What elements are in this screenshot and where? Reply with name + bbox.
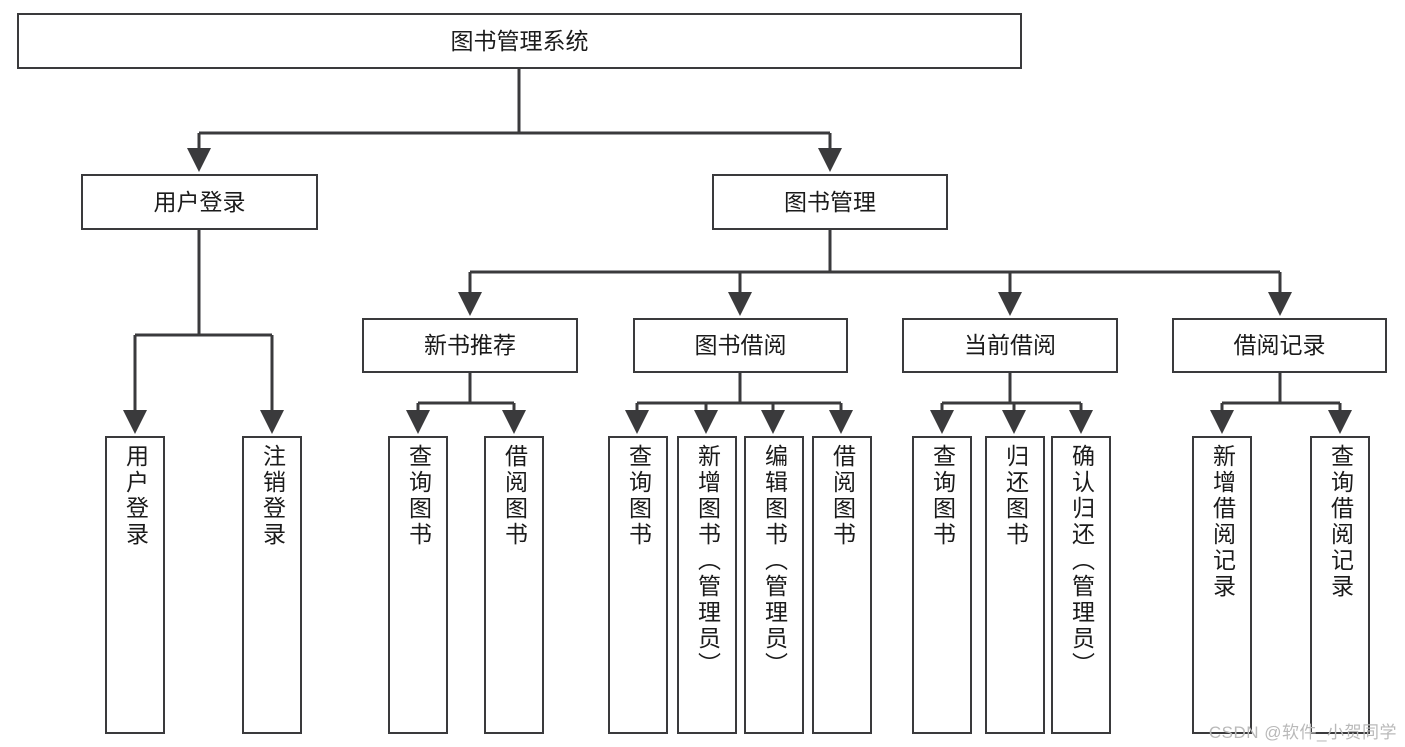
node-book-management-label: 图书管理 — [784, 188, 876, 215]
leaf-query-book-recommend-label: 查询图书 — [405, 444, 432, 548]
leaf-edit-book-admin-label: 编辑图书（管理员） — [761, 444, 788, 678]
watermark: CSDN @软件_小贺同学 — [1208, 723, 1397, 742]
leaf-add-borrow-record[interactable]: 新增借阅记录 — [1192, 436, 1252, 734]
leaf-confirm-return-admin[interactable]: 确认归还（管理员） — [1051, 436, 1111, 734]
leaf-query-book-current-label: 查询图书 — [929, 444, 956, 548]
leaf-query-book-borrow[interactable]: 查询图书 — [608, 436, 668, 734]
leaf-borrow-book-label: 借阅图书 — [829, 444, 856, 548]
node-new-book-recommend-label: 新书推荐 — [424, 332, 516, 359]
leaf-add-book-admin[interactable]: 新增图书（管理员） — [677, 436, 737, 734]
leaf-query-book-borrow-label: 查询图书 — [625, 444, 652, 548]
leaf-query-borrow-record[interactable]: 查询借阅记录 — [1310, 436, 1370, 734]
leaf-return-book[interactable]: 归还图书 — [985, 436, 1045, 734]
node-root[interactable]: 图书管理系统 — [17, 13, 1022, 69]
leaf-query-borrow-record-label: 查询借阅记录 — [1327, 444, 1354, 600]
node-current-borrow[interactable]: 当前借阅 — [902, 318, 1118, 373]
leaf-return-book-label: 归还图书 — [1002, 444, 1029, 548]
node-book-management[interactable]: 图书管理 — [712, 174, 948, 230]
leaf-edit-book-admin[interactable]: 编辑图书（管理员） — [744, 436, 804, 734]
node-book-borrow[interactable]: 图书借阅 — [633, 318, 848, 373]
node-new-book-recommend[interactable]: 新书推荐 — [362, 318, 578, 373]
leaf-query-book-recommend[interactable]: 查询图书 — [388, 436, 448, 734]
leaf-add-book-admin-label: 新增图书（管理员） — [694, 444, 721, 678]
node-borrow-record-label: 借阅记录 — [1233, 332, 1326, 359]
leaf-logout[interactable]: 注销登录 — [242, 436, 302, 734]
leaf-borrow-book-recommend[interactable]: 借阅图书 — [484, 436, 544, 734]
leaf-logout-label: 注销登录 — [259, 444, 286, 548]
node-book-borrow-label: 图书借阅 — [694, 332, 787, 359]
node-borrow-record[interactable]: 借阅记录 — [1172, 318, 1387, 373]
node-current-borrow-label: 当前借阅 — [964, 332, 1056, 359]
node-root-label: 图书管理系统 — [450, 27, 589, 54]
leaf-query-book-current[interactable]: 查询图书 — [912, 436, 972, 734]
leaf-user-login-label: 用户登录 — [122, 444, 149, 548]
node-user-login-label: 用户登录 — [153, 188, 246, 215]
leaf-user-login[interactable]: 用户登录 — [105, 436, 165, 734]
leaf-borrow-book[interactable]: 借阅图书 — [812, 436, 872, 734]
leaf-add-borrow-record-label: 新增借阅记录 — [1209, 444, 1236, 600]
leaf-borrow-book-recommend-label: 借阅图书 — [501, 444, 528, 548]
node-user-login[interactable]: 用户登录 — [81, 174, 318, 230]
leaf-confirm-return-admin-label: 确认归还（管理员） — [1068, 444, 1095, 678]
